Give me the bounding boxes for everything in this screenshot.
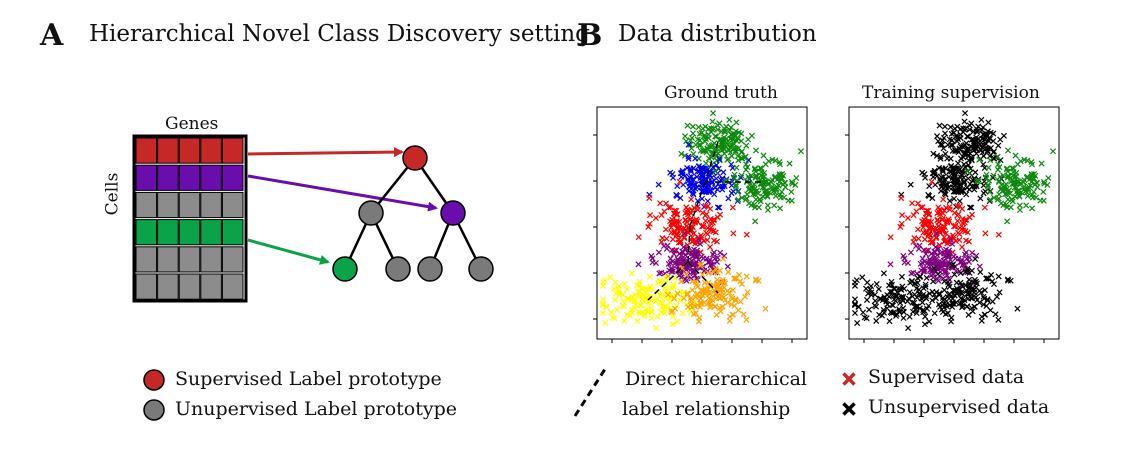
matrix-cell bbox=[135, 219, 158, 246]
ground-truth-scatter bbox=[599, 110, 805, 332]
matrix-cell bbox=[178, 137, 201, 164]
panel-a-letter: A bbox=[40, 18, 64, 53]
tree-node-leaf-4 bbox=[468, 256, 494, 282]
legend-supervised-prototype-label: Supervised Label prototype bbox=[175, 368, 442, 390]
hierarchy-line-icon bbox=[573, 365, 609, 417]
matrix-cell bbox=[200, 164, 222, 191]
legend-unsupervised-data-label: Unsupervised data bbox=[868, 396, 1050, 418]
matrix-cell bbox=[157, 191, 179, 219]
tree-node-mid-left bbox=[358, 200, 384, 226]
matrix-cell bbox=[135, 246, 158, 273]
matrix-cell bbox=[178, 191, 201, 219]
matrix-cell bbox=[221, 273, 244, 300]
genes-label: Genes bbox=[165, 114, 219, 134]
cluster-points bbox=[635, 178, 750, 256]
tree-node-mid-right bbox=[440, 200, 466, 226]
tree-node-leaf-3 bbox=[417, 256, 443, 282]
cluster-points bbox=[887, 178, 1002, 256]
matrix-cell bbox=[157, 137, 179, 164]
cluster-points bbox=[964, 147, 1057, 225]
matrix-cell bbox=[200, 191, 222, 219]
cluster-points bbox=[887, 230, 983, 286]
unsupervised-data-icon bbox=[842, 402, 856, 416]
cluster-points bbox=[917, 255, 1021, 325]
legend-supervised-data-label: Supervised data bbox=[868, 366, 1025, 388]
matrix-cell bbox=[135, 191, 158, 219]
cluster-points bbox=[635, 230, 731, 286]
matrix-cell bbox=[221, 137, 244, 164]
training-supervision-scatter bbox=[851, 110, 1057, 332]
training-supervision-title: Training supervision bbox=[862, 83, 1040, 103]
matrix-cell bbox=[178, 246, 201, 273]
cluster-points bbox=[665, 255, 769, 325]
legend-unsupervised-prototype-label: Unupervised Label prototype bbox=[175, 398, 457, 420]
supervised-prototype-icon bbox=[143, 369, 165, 391]
matrix-cell bbox=[157, 164, 179, 191]
hierarchy-line-legend-line1: Direct hierarchical bbox=[625, 368, 808, 390]
matrix-cell bbox=[200, 246, 222, 273]
cell-gene-matrix bbox=[135, 137, 244, 300]
matrix-cell bbox=[135, 137, 158, 164]
matrix-cell bbox=[200, 219, 222, 246]
matrix-cell bbox=[135, 273, 158, 300]
unsupervised-prototype-icon bbox=[143, 399, 165, 421]
supervised-data-icon bbox=[842, 372, 856, 386]
matrix-cell bbox=[178, 219, 201, 246]
matrix-cell bbox=[221, 246, 244, 273]
matrix-cell bbox=[221, 219, 244, 246]
matrix-cell bbox=[221, 164, 244, 191]
panel-b-title: Data distribution bbox=[618, 21, 817, 47]
matrix-cell bbox=[157, 246, 179, 273]
ground-truth-title: Ground truth bbox=[664, 83, 778, 103]
tree-node-root bbox=[402, 145, 428, 171]
matrix-cell bbox=[200, 273, 222, 300]
green-row-arrow bbox=[247, 238, 330, 265]
hierarchy-dashed-lines bbox=[647, 141, 763, 301]
tree-node-leaf-2 bbox=[385, 256, 411, 282]
matrix-cell bbox=[221, 191, 244, 219]
panel-b-letter: B bbox=[577, 18, 603, 53]
matrix-cell bbox=[178, 164, 201, 191]
matrix-cell bbox=[157, 273, 179, 300]
panel-a-title: Hierarchical Novel Class Discovery setti… bbox=[89, 21, 590, 47]
tree-node-leaf-1 bbox=[332, 256, 358, 282]
matrix-cell bbox=[178, 273, 201, 300]
cluster-points bbox=[898, 141, 1005, 211]
purple-row-arrow bbox=[247, 174, 438, 212]
matrix-border bbox=[132, 134, 248, 303]
hierarchy-line-legend-line2: label relationship bbox=[622, 398, 791, 420]
cluster-points bbox=[712, 147, 805, 225]
plot-ticks bbox=[593, 134, 1045, 343]
matrix-cell bbox=[200, 137, 222, 164]
matrix-cell bbox=[157, 219, 179, 246]
supervised-row-arrow bbox=[247, 147, 404, 158]
matrix-cell bbox=[135, 164, 158, 191]
